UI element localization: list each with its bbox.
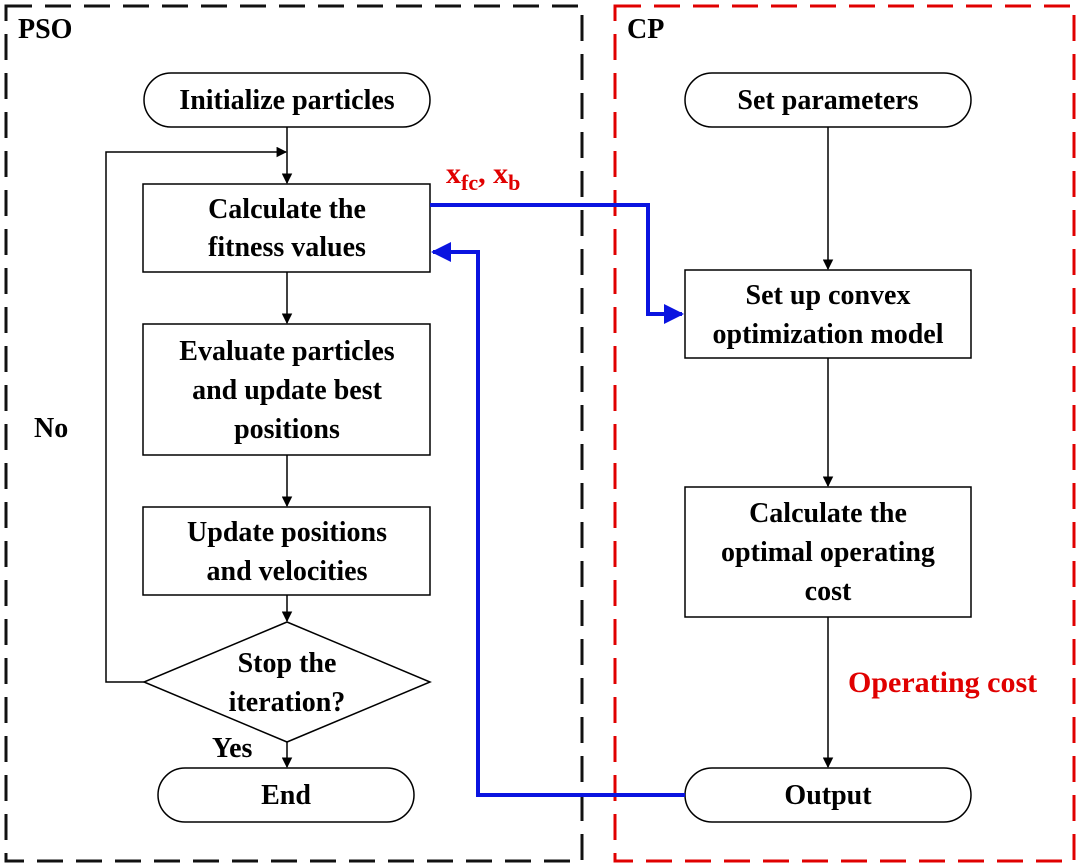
- arrow-cost-to-fitness: [431, 242, 685, 797]
- variable-x-fc: x: [446, 157, 461, 190]
- init-node-label: Initialize particles: [179, 85, 395, 116]
- convex-model-node-line2: optimization model: [713, 319, 944, 350]
- convex-model-node-line1: Set up convex: [746, 280, 911, 311]
- evaluate-node-line2: and update best: [192, 375, 383, 406]
- convex-model-node: [684, 269, 972, 359]
- subscript-fc: fc: [461, 170, 478, 195]
- pso-group-border: [4, 4, 584, 863]
- set-parameters-node-label: Set parameters: [737, 85, 918, 116]
- fitness-node-line2: fitness values: [208, 232, 366, 263]
- evaluate-node-line1: Evaluate particles: [179, 336, 395, 367]
- variable-x-b: x: [493, 157, 508, 190]
- arrow-variables-to-convex: [430, 203, 684, 324]
- cp-group-border: [613, 4, 1076, 863]
- decision-node-line1: Stop the: [238, 648, 337, 679]
- optimal-cost-node-line3: cost: [805, 576, 852, 607]
- output-node-label: Output: [784, 780, 872, 811]
- subscript-b: b: [508, 170, 520, 195]
- update-node-line1: Update positions: [187, 517, 387, 548]
- decision-node-line2: iteration?: [229, 687, 346, 718]
- optimal-cost-node-line2: optimal operating: [721, 537, 935, 568]
- update-node: [142, 506, 431, 596]
- no-label: No: [34, 413, 68, 444]
- cp-group-title: CP: [627, 14, 664, 45]
- decision-node: [142, 621, 432, 743]
- optimal-cost-node-line1: Calculate the: [749, 498, 907, 529]
- arrow-no-loop: [105, 146, 288, 683]
- fitness-node: [142, 183, 431, 273]
- pso-group-title: PSO: [18, 14, 72, 45]
- fitness-node-line1: Calculate the: [208, 194, 366, 225]
- evaluate-node-line3: positions: [234, 414, 340, 445]
- yes-label: Yes: [212, 733, 253, 764]
- update-node-line2: and velocities: [207, 556, 368, 587]
- operating-cost-label: Operating cost: [848, 666, 1037, 699]
- optimal-cost-node: [684, 486, 972, 618]
- decision-variables-label: xfc, xb: [446, 157, 520, 195]
- variable-separator: ,: [478, 157, 493, 190]
- end-node-label: End: [261, 780, 311, 811]
